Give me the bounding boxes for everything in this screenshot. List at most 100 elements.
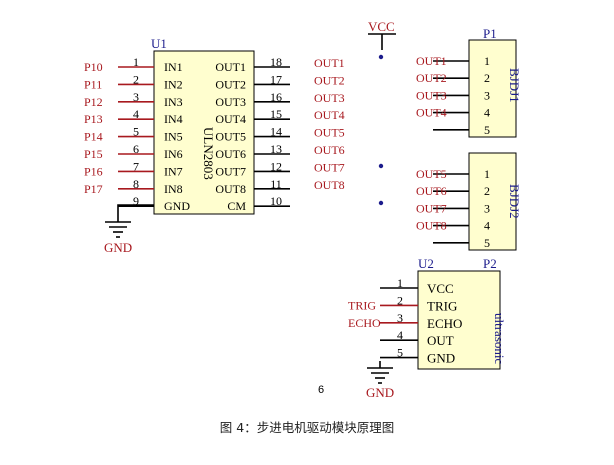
u1-pin-name: OUT1 <box>215 60 246 74</box>
connector-pin-number: 2 <box>484 71 490 85</box>
vcc-symbol <box>368 33 396 50</box>
u1-input-net-label: P14 <box>84 130 103 144</box>
u1-pin-name: IN1 <box>164 60 183 74</box>
connector-net-label: OUT4 <box>416 106 447 120</box>
u1-pin-number: 17 <box>270 72 282 86</box>
u1-pin-number: 12 <box>270 159 282 173</box>
bjdj2-body <box>468 152 517 251</box>
u1-pin-number: 11 <box>270 177 282 191</box>
connector-pin-number: 2 <box>484 184 490 198</box>
p1-designator: P1 <box>483 26 497 41</box>
u1-pin-number: 4 <box>133 107 139 121</box>
u2-designator: U2 <box>418 256 434 271</box>
connector-net-label: OUT6 <box>416 184 447 198</box>
u1-pin-name: IN5 <box>164 130 183 144</box>
connector-pin-number: 5 <box>484 236 490 250</box>
connector-pin-number: 4 <box>484 219 490 233</box>
u2-pin-number: 1 <box>397 276 403 290</box>
u1-pin-number: 18 <box>270 55 282 69</box>
u1-pin-number: 15 <box>270 107 282 121</box>
u2-pin-number: 2 <box>397 293 403 307</box>
junction-dot <box>378 163 384 169</box>
u1-ground-symbol <box>105 204 154 238</box>
connector-net-label: OUT7 <box>416 201 447 215</box>
u1-pin-number: 5 <box>133 125 139 139</box>
connector-net-label: OUT1 <box>416 54 447 68</box>
bjdj2-part-label: BJDJ2 <box>507 184 522 219</box>
u1-pin-name: GND <box>164 199 190 213</box>
u2-pin-name: GND <box>427 351 455 366</box>
u1-pin-number: 6 <box>133 142 139 156</box>
u1-output-net-label: OUT8 <box>314 178 345 192</box>
u1-pin-name: OUT6 <box>215 147 246 161</box>
connector-pin-number: 5 <box>484 123 490 137</box>
connector-pin-number: 3 <box>484 201 490 215</box>
u2-p2-label: P2 <box>483 256 497 271</box>
u1-input-net-label: P15 <box>84 147 103 161</box>
connector-net-label: OUT8 <box>416 219 447 233</box>
u1-output-net-label: OUT2 <box>314 73 345 87</box>
u1-pin-name: OUT5 <box>215 130 246 144</box>
u1-pin-number: 3 <box>133 90 139 104</box>
bjdj2-pins: 1 OUT5 2 OUT6 3 OUT7 4 OUT8 5 <box>416 167 490 250</box>
u1-pin-name: IN2 <box>164 77 183 91</box>
u2-ground-symbol <box>367 361 393 384</box>
connector-pin-number: 3 <box>484 88 490 102</box>
u1-pin-name: OUT4 <box>215 112 246 126</box>
u1-pin-number: 7 <box>133 159 139 173</box>
u1-pin-name: OUT8 <box>215 182 246 196</box>
figure-caption: 图 4：步进电机驱动模块原理图 <box>219 420 395 435</box>
u1-gnd-label: GND <box>104 240 132 255</box>
u2-pin-name: VCC <box>427 281 454 296</box>
u1-pin-name: IN7 <box>164 164 183 178</box>
u2-pin-number: 4 <box>397 328 403 342</box>
junction-dot <box>378 200 384 206</box>
u1-input-net-label: P11 <box>84 77 102 91</box>
u1-pin-name: OUT3 <box>215 95 246 109</box>
u1-pin-number: 14 <box>270 125 282 139</box>
u2-net-label: TRIG <box>348 298 376 312</box>
u1-output-net-label: OUT5 <box>314 126 345 140</box>
u1-input-net-label: P13 <box>84 112 103 126</box>
u1-designator: U1 <box>151 36 167 51</box>
u1-output-net-label: OUT7 <box>314 160 345 174</box>
u1-pin-name: OUT7 <box>215 164 246 178</box>
u1-pin-number: 2 <box>133 72 139 86</box>
p1-body <box>468 39 517 138</box>
u1-output-net-label: OUT6 <box>314 143 345 157</box>
connector-pin-number: 1 <box>484 167 490 181</box>
vcc-label: VCC <box>368 19 395 34</box>
u2-body <box>417 270 501 370</box>
u2-pin-name: OUT <box>427 333 454 348</box>
u2-pin-name: ECHO <box>427 316 462 331</box>
connector-pin-number: 1 <box>484 54 490 68</box>
u1-pin-number: 16 <box>270 90 282 104</box>
u1-pin-number: 13 <box>270 142 282 156</box>
u2-net-label: ECHO <box>348 316 381 330</box>
u1-pin-name: IN3 <box>164 95 183 109</box>
p1-part-label: BJDJ1 <box>507 68 522 103</box>
connector-net-label: OUT3 <box>416 88 447 102</box>
u1-pin-name: OUT2 <box>215 77 246 91</box>
page-number: 6 <box>318 384 325 396</box>
u1-input-net-label: P10 <box>84 60 103 74</box>
connector-net-label: OUT5 <box>416 167 447 181</box>
u1-part-label: ULN2803 <box>201 127 216 180</box>
u1-input-net-label: P16 <box>84 164 103 178</box>
u1-pin-name: IN8 <box>164 182 183 196</box>
u1-output-net-label: OUT1 <box>314 56 345 70</box>
u2-gnd-label: GND <box>366 385 394 400</box>
u1-pin-number: 1 <box>133 55 139 69</box>
u2-pin-number: 5 <box>397 346 403 360</box>
u2-pin-number: 3 <box>397 311 403 325</box>
u2-part-label: ultrasonic <box>492 313 507 364</box>
u1-input-net-label: P17 <box>84 182 103 196</box>
u1-pin-name: IN6 <box>164 147 183 161</box>
junction-dot <box>378 54 384 60</box>
connector-net-label: OUT2 <box>416 71 447 85</box>
